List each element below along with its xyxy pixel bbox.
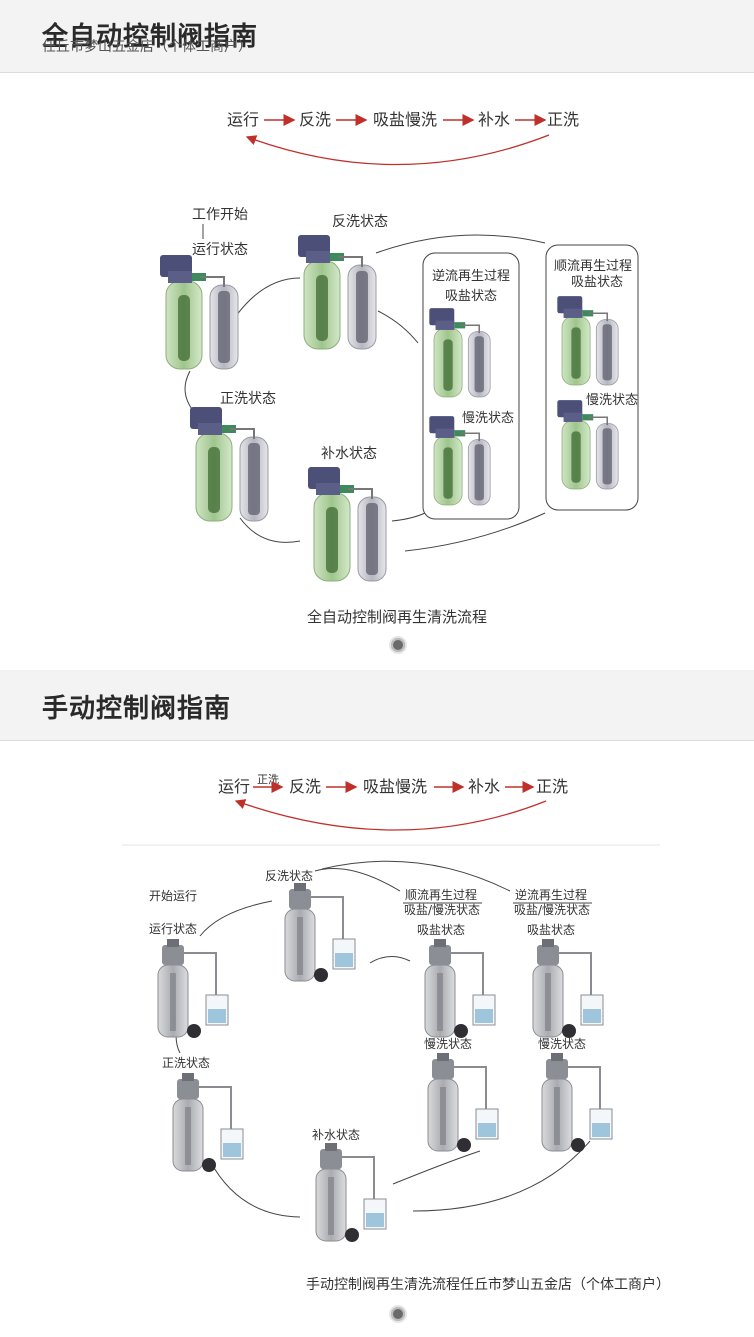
m-label-refill: 补水状态 bbox=[312, 1128, 360, 1142]
m-label-backwash: 反洗状态 bbox=[265, 869, 313, 883]
unit-backwash bbox=[297, 234, 377, 350]
manual-flow-diagram: 运行 正洗 反洗 吸盐慢洗 补水 正洗 开始运行 运行状态 反洗状态 顺流再生过… bbox=[122, 773, 660, 1243]
m-unit-slow-a bbox=[427, 1052, 499, 1153]
label-rinse: 正洗状态 bbox=[220, 391, 276, 407]
counter-flow-group bbox=[422, 252, 520, 520]
flow-step-run: 运行 bbox=[227, 110, 259, 129]
unit-brine-a bbox=[428, 307, 491, 398]
label-slow-a: 慢洗状态 bbox=[462, 410, 514, 426]
label-run: 运行状态 bbox=[192, 242, 248, 258]
auto-flow-panel: 运行 反洗 吸盐慢洗 补水 正洗 工作开始 运行状态 反洗状态 正洗状态 补水状… bbox=[0, 73, 754, 670]
manual-guide-title: 手动控制阀指南 bbox=[42, 694, 232, 724]
shop-name-overlay: 任丘市梦山五金店（个体工商户） bbox=[42, 39, 252, 55]
label-backwash: 反洗状态 bbox=[332, 214, 388, 230]
manual-caption: 手动控制阀再生清洗流程任丘市梦山五金店（个体工商户） bbox=[306, 1277, 670, 1293]
m-flow-step-run: 运行 bbox=[218, 777, 250, 796]
auto-flow-diagram: 运行 反洗 吸盐慢洗 补水 正洗 工作开始 运行状态 反洗状态 正洗状态 补水状… bbox=[159, 110, 639, 582]
m-label-slow-a: 慢洗状态 bbox=[424, 1037, 472, 1051]
m-flow-step-refill: 补水 bbox=[468, 777, 500, 796]
m-label-brine-a: 吸盐状态 bbox=[417, 923, 465, 937]
auto-guide-title: 全自动控制阀指南 bbox=[42, 22, 259, 52]
label-co-group: 顺流再生过程 bbox=[554, 259, 632, 274]
m-unit-run bbox=[157, 938, 229, 1039]
m-label-counter-group-2: 吸盐/慢洗状态 bbox=[514, 903, 590, 917]
m-unit-brine-b bbox=[532, 938, 604, 1039]
unit-rinse bbox=[189, 406, 269, 522]
label-refill: 补水状态 bbox=[321, 446, 377, 462]
flow-step-backwash: 反洗 bbox=[299, 110, 331, 129]
unit-refill bbox=[307, 466, 387, 582]
m-label-co-group-1: 顺流再生过程 bbox=[405, 887, 477, 902]
m-unit-rinse bbox=[172, 1072, 244, 1173]
label-slow-b: 慢洗状态 bbox=[586, 392, 638, 408]
label-counter-group: 逆流再生过程 bbox=[432, 268, 510, 284]
unit-run bbox=[159, 254, 239, 370]
m-unit-backwash bbox=[284, 882, 356, 983]
pager-dot-icon[interactable] bbox=[389, 1305, 407, 1323]
pager-dot-icon[interactable] bbox=[389, 636, 407, 654]
label-start: 工作开始 bbox=[192, 207, 248, 223]
m-flow-step-backwash: 反洗 bbox=[289, 777, 321, 796]
unit-brine-b bbox=[556, 295, 619, 386]
return-arrow bbox=[245, 134, 550, 166]
m-flow-step-brine: 吸盐慢洗 bbox=[363, 777, 427, 796]
m-label-brine-b: 吸盐状态 bbox=[527, 923, 575, 937]
label-brine-a: 吸盐状态 bbox=[445, 289, 497, 304]
manual-guide-header: 手动控制阀指南 bbox=[0, 670, 754, 741]
auto-caption: 全自动控制阀再生清洗流程 bbox=[306, 608, 487, 626]
co-flow-group bbox=[545, 244, 639, 511]
flow-step-refill: 补水 bbox=[478, 110, 510, 129]
m-label-slow-b: 慢洗状态 bbox=[538, 1037, 586, 1051]
label-brine-b: 吸盐状态 bbox=[571, 275, 623, 290]
unit-slow-b bbox=[556, 399, 619, 490]
m-flow-step-rinse: 正洗 bbox=[536, 777, 568, 796]
manual-flow-panel: 运行 正洗 反洗 吸盐慢洗 补水 正洗 开始运行 运行状态 反洗状态 顺流再生过… bbox=[0, 741, 754, 1333]
flow-step-brine: 吸盐慢洗 bbox=[373, 110, 437, 129]
m-unit-slow-b bbox=[541, 1052, 613, 1153]
flow-step-rinse: 正洗 bbox=[547, 110, 579, 129]
unit-slow-a bbox=[428, 415, 491, 506]
m-label-counter-group-1: 逆流再生过程 bbox=[515, 887, 587, 902]
m-unit-brine-a bbox=[424, 938, 496, 1039]
m-label-run: 运行状态 bbox=[149, 922, 197, 936]
m-unit-refill bbox=[315, 1142, 387, 1243]
m-label-rinse: 正洗状态 bbox=[162, 1056, 210, 1070]
m-flow-note: 正洗 bbox=[257, 773, 279, 786]
m-label-co-group-2: 吸盐/慢洗状态 bbox=[404, 903, 480, 917]
auto-guide-header: 全自动控制阀指南 任丘市梦山五金店（个体工商户） bbox=[0, 0, 754, 73]
m-return-arrow bbox=[234, 799, 547, 831]
m-label-start: 开始运行 bbox=[149, 889, 197, 903]
